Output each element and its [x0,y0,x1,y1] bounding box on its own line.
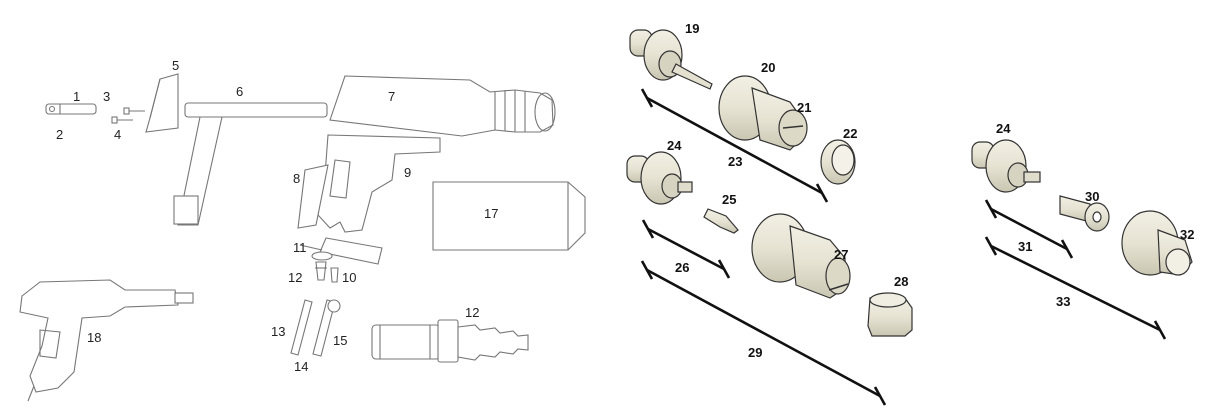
callout-label: 6 [236,84,243,99]
callout-label: 30 [1085,189,1099,204]
part-barrel-housing [329,75,556,137]
bar-23 [640,88,829,203]
callout-label: 4 [114,127,121,142]
callout-label: 12 [465,305,479,320]
part-19-nozzle-needle [629,29,713,90]
callout-label: 26 [675,260,689,275]
part-screws [111,107,145,124]
part-20-nozzle-body [718,75,808,151]
nozzle-components [626,29,1193,406]
callout-label: 20 [761,60,775,75]
part-32-nozzle-cap [1121,210,1193,276]
callout-label: 11 [293,240,307,255]
callout-label: 23 [728,154,742,169]
part-28-cap [867,292,913,337]
part-27-nozzle-body [751,213,851,299]
part-rods [290,299,341,357]
callout-label: 18 [87,330,101,345]
part-assembled-gun [19,279,194,402]
part-hose-fitting [371,319,529,363]
bar-33 [984,236,1167,340]
part-22-ring [820,139,856,185]
callout-label: 32 [1180,227,1194,242]
callout-label: 25 [722,192,736,207]
leader-line [299,244,323,251]
callout-label: 15 [333,333,347,348]
callout-label: 13 [271,324,285,339]
callout-label: 9 [404,165,411,180]
callout-label: 19 [685,21,699,36]
callout-label: 33 [1056,294,1070,309]
callout-label: 5 [172,58,179,73]
callout-label: 17 [484,206,498,221]
left-callouts: 1 2 3 4 5 6 7 8 9 10 11 12 13 14 15 17 1… [56,58,498,374]
callout-label: 14 [294,359,308,374]
part-pin [45,103,97,115]
part-24b-nozzle [971,139,1041,193]
callout-label: 12 [288,270,302,285]
part-fittings [311,251,339,283]
part-deflector [145,73,179,133]
bar-29 [640,260,887,406]
callout-label: 31 [1018,239,1032,254]
spray-gun-exploded-view [19,73,586,402]
part-cover-box [432,181,586,251]
bar-31 [984,199,1074,259]
callout-label: 29 [748,345,762,360]
callout-label: 7 [388,89,395,104]
callout-label: 27 [834,247,848,262]
callout-label: 10 [342,270,356,285]
part-30-screw [1059,195,1110,232]
callout-label: 22 [843,126,857,141]
callout-label: 28 [894,274,908,289]
assembly-bars [640,88,1167,406]
part-side-panel [297,164,329,229]
callout-label: 24 [667,138,682,153]
part-24-nozzle [626,151,693,205]
callout-label: 3 [103,89,110,104]
part-electrode-tube [173,102,328,226]
callout-label: 21 [797,100,811,115]
right-callouts: 19 20 21 22 23 24 25 26 27 28 29 24 30 3… [667,21,1194,360]
bar-26 [641,219,731,279]
callout-label: 8 [293,171,300,186]
callout-label: 1 [73,89,80,104]
callout-label: 2 [56,127,63,142]
callout-label: 24 [996,121,1011,136]
part-25-pin [703,208,739,234]
part-handle [317,134,441,265]
